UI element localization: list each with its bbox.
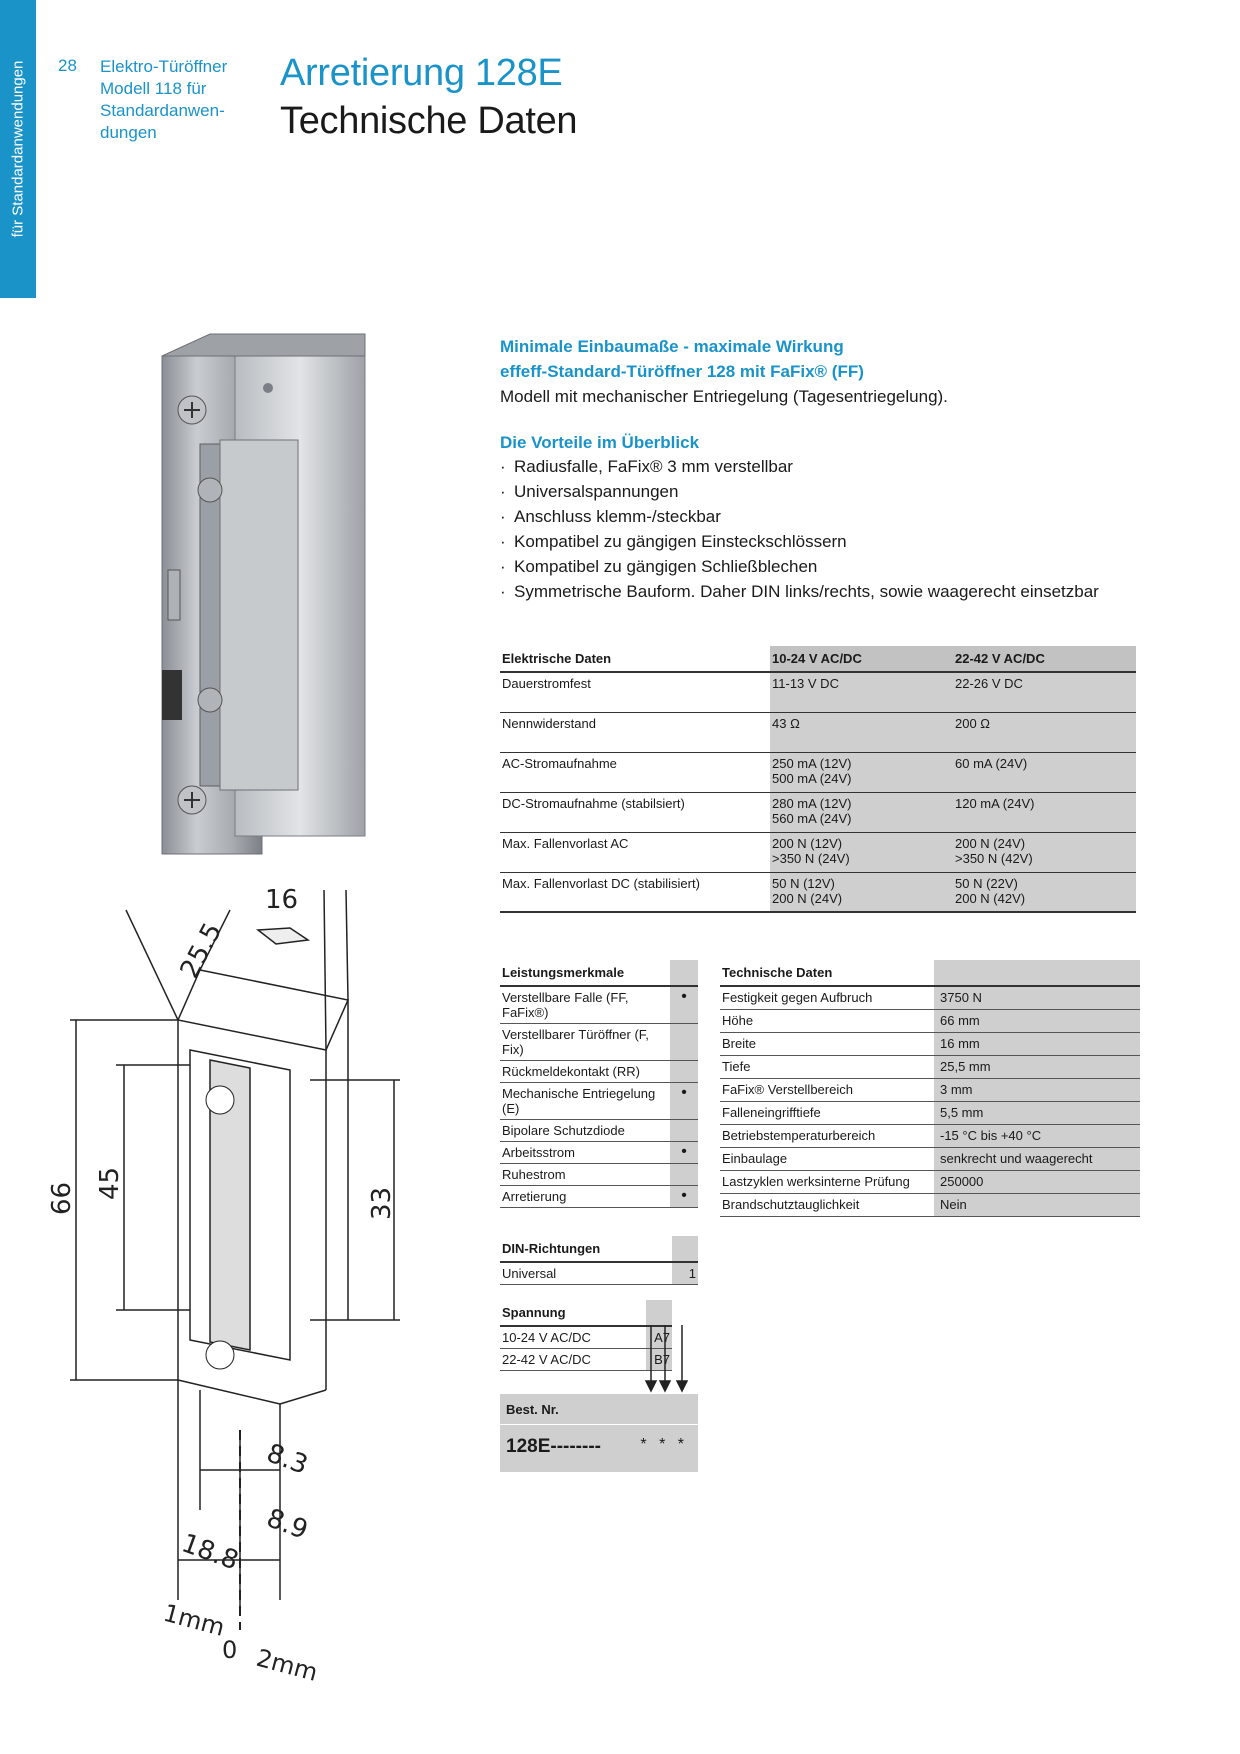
table-row: Nennwiderstand 43 Ω 200 Ω (500, 712, 1136, 753)
table-header: Leistungsmerkmale (500, 960, 670, 987)
table-cell: 60 mA (24V) (953, 752, 1136, 793)
table-row: DC-Stromaufnahme (stabilsiert) 280 mA (1… (500, 792, 1136, 833)
table-cell: 200 N (12V)>350 N (24V) (770, 832, 953, 873)
dimension-drawing: 25.5 16 66 45 33 8.3 8.9 18.8 1mm 0 2mm (47, 885, 400, 1687)
table-cell: 120 mA (24V) (953, 792, 1136, 833)
feature-mark (670, 1119, 698, 1142)
table-cell: Max. Fallenvorlast AC (500, 832, 770, 873)
list-item: Anschluss klemm-/steckbar (500, 504, 1140, 529)
list-item: Kompatibel zu gängigen Schließblechen (500, 554, 1140, 579)
technical-table: Technische Daten Festigkeit gegen Aufbru… (720, 960, 1140, 1217)
dim-width: 16 (265, 885, 298, 915)
table-cell: Max. Fallenvorlast DC (stabilisiert) (500, 872, 770, 913)
page-subtitle: Technische Daten (280, 100, 578, 142)
table-row: Arbeitsstrom• (500, 1141, 698, 1164)
order-placeholders: * * * (640, 1436, 688, 1453)
table-row: Mechanische Entriegelung (E)• (500, 1082, 698, 1120)
table-cell: 280 mA (12V)560 mA (24V) (770, 792, 953, 833)
dim-8-3: 8.3 (263, 1438, 312, 1480)
section-title: Elektro-Türöffner Modell 118 für Standar… (100, 57, 228, 142)
sidebar-label: für Standardanwendungen (9, 60, 27, 238)
electrical-table: Elektrische Daten 10-24 V AC/DC 22-42 V … (500, 646, 1136, 913)
table-row: Max. Fallenvorlast DC (stabilisiert) 50 … (500, 872, 1136, 913)
list-item: Symmetrische Bauform. Daher DIN links/re… (500, 579, 1140, 604)
order-code: 128E-------- (506, 1436, 601, 1457)
dim-height-66: 66 (47, 1182, 77, 1215)
table-row: Ruhestrom (500, 1163, 698, 1186)
feature-mark: • (670, 1185, 698, 1208)
table-row: Verstellbare Falle (FF, FaFix®)• (500, 986, 698, 1024)
dim-8-9: 8.9 (263, 1503, 312, 1545)
order-number-box: Best. Nr. 128E-------- * * * (500, 1394, 698, 1472)
table-cell: 22-26 V DC (953, 672, 1136, 713)
table-row: Dauerstromfest 11-13 V DC 22-26 V DC (500, 672, 1136, 713)
table-header: DIN-Richtungen (500, 1236, 672, 1263)
table-header: 22-42 V AC/DC (953, 646, 1136, 673)
feature-mark: • (670, 986, 698, 1024)
table-cell: Dauerstromfest (500, 672, 770, 713)
dim-height-33: 33 (367, 1187, 397, 1220)
table-row: Betriebstemperaturbereich-15 °C bis +40 … (720, 1124, 1140, 1148)
table-cell: AC-Stromaufnahme (500, 752, 770, 793)
benefits-title: Die Vorteile im Überblick (500, 433, 700, 452)
table-row: Verstellbarer Türöffner (F, Fix) (500, 1023, 698, 1061)
dim-height-45: 45 (95, 1167, 125, 1200)
intro-text: Modell mit mechanischer Entriegelung (Ta… (500, 387, 948, 406)
table-row: Max. Fallenvorlast AC 200 N (12V)>350 N … (500, 832, 1136, 873)
table-cell: DC-Stromaufnahme (stabilsiert) (500, 792, 770, 833)
list-item: Universalspannungen (500, 479, 1140, 504)
scale-zero: 0 (222, 1636, 237, 1664)
order-label: Best. Nr. (506, 1402, 559, 1417)
intro-headline-2: effeff-Standard-Türöffner 128 mit FaFix®… (500, 362, 864, 381)
din-code: 1 (672, 1262, 698, 1285)
table-cell: 200 N (24V)>350 N (42V) (953, 832, 1136, 873)
table-header: 10-24 V AC/DC (770, 646, 953, 673)
table-cell: 250 mA (12V)500 mA (24V) (770, 752, 953, 793)
scale-right: 2mm (253, 1644, 320, 1687)
table-cell: Nennwiderstand (500, 712, 770, 753)
table-cell: 50 N (12V)200 N (24V) (770, 872, 953, 913)
table-cell: 11-13 V DC (770, 672, 953, 713)
table-header: Elektrische Daten (500, 646, 770, 673)
table-cell: 50 N (22V)200 N (42V) (953, 872, 1136, 913)
list-item: Kompatibel zu gängigen Einsteckschlösser… (500, 529, 1140, 554)
product-photo (161, 333, 366, 855)
code-arrows (644, 1325, 689, 1393)
table-cell: 200 Ω (953, 712, 1136, 753)
table-cell: 43 Ω (770, 712, 953, 753)
sidebar-tab: für Standardanwendungen (0, 0, 36, 298)
feature-mark: • (670, 1141, 698, 1164)
table-row: Bipolare Schutzdiode (500, 1119, 698, 1142)
table-header: Spannung (500, 1300, 646, 1327)
dim-18-8: 18.8 (178, 1528, 243, 1576)
scale-left: 1mm (160, 1599, 227, 1642)
feature-mark (670, 1023, 698, 1061)
table-row: AC-Stromaufnahme 250 mA (12V)500 mA (24V… (500, 752, 1136, 793)
table-row: Arretierung• (500, 1185, 698, 1208)
benefits-list: Radiusfalle, FaFix® 3 mm verstellbar Uni… (500, 454, 1140, 604)
feature-mark: • (670, 1082, 698, 1120)
page-title: Arretierung 128E (280, 52, 563, 94)
feature-mark (670, 1060, 698, 1083)
table-header: Technische Daten (720, 960, 934, 987)
table-row: Rückmeldekontakt (RR) (500, 1060, 698, 1083)
intro-headline-1: Minimale Einbaumaße - maximale Wirkung (500, 337, 844, 356)
intro-block: Minimale Einbaumaße - maximale Wirkung e… (500, 334, 1140, 409)
page-number: 28 (58, 56, 77, 75)
list-item: Radiusfalle, FaFix® 3 mm verstellbar (500, 454, 1140, 479)
features-table: Leistungsmerkmale Verstellbare Falle (FF… (500, 960, 698, 1208)
feature-mark (670, 1163, 698, 1186)
